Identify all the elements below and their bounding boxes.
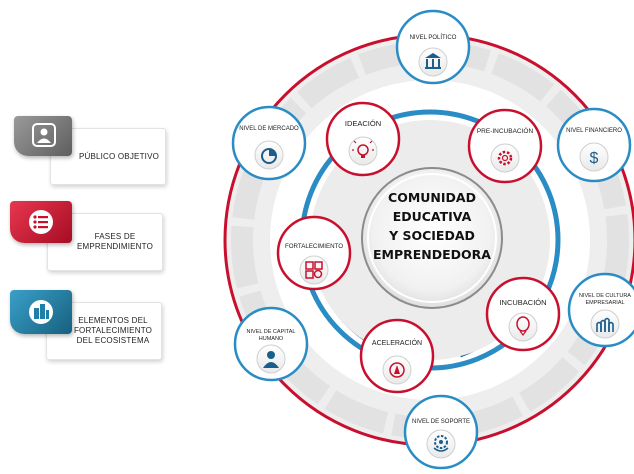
- node-fortalecimiento: FORTALECIMIENTO: [276, 215, 352, 291]
- legend-fases-label-2: EMPRENDIMIENTO: [77, 242, 153, 251]
- nivel-cultura-label-1: NIVEL DE CULTURA: [579, 293, 631, 299]
- pie-chart-icon: [261, 148, 277, 164]
- legend-elementos-icon-tile: [10, 290, 72, 334]
- nivel-cultura-label-2: EMPRESARIAL: [585, 300, 624, 306]
- center-title: COMUNIDAD EDUCATIVA Y SOCIEDAD EMPRENDED…: [370, 188, 494, 264]
- legend-fases-label-1: FASES DE: [94, 232, 136, 241]
- puzzle-icon: [305, 261, 323, 279]
- legend-elementos-label-1: ELEMENTOS DEL: [78, 316, 148, 325]
- worker-icon: [263, 351, 279, 368]
- node-nivel-mercado: NIVEL DE MERCADO: [231, 105, 307, 181]
- list-icon: [29, 210, 53, 234]
- legend-publico-icon-tile: [14, 116, 72, 156]
- node-aceleracion: ACELERACIÓN: [359, 318, 435, 394]
- lightbulb-icon: [352, 140, 374, 158]
- dollar-icon: $: [590, 150, 599, 167]
- legend-publico-label: PÚBLICO OBJETIVO: [78, 151, 160, 161]
- center-line-1: COMUNIDAD: [388, 190, 476, 205]
- aceleracion-label: ACELERACIÓN: [372, 338, 422, 347]
- fortalecimiento-label: FORTALECIMIENTO: [285, 243, 343, 250]
- nivel-mercado-label: NIVEL DE MERCADO: [239, 126, 299, 132]
- nivel-politico-label: NIVEL POLÍTICO: [410, 34, 457, 41]
- center-circle-inner-ring: [367, 173, 497, 303]
- incubacion-label: INCUBACIÓN: [499, 298, 546, 307]
- node-nivel-capital-humano: NIVEL DE CAPITAL HUMANO: [233, 306, 309, 382]
- center-circle: [361, 167, 503, 309]
- legend-fases-icon-tile: [10, 201, 72, 243]
- legend-elementos-label-3: DEL ECOSISTEMA: [76, 336, 150, 345]
- nivel-soporte-label: NIVEL DE SOPORTE: [412, 419, 470, 425]
- nivel-financiero-label: NIVEL FINANCIERO: [566, 128, 622, 134]
- center-line-4: EMPRENDEDORA: [373, 247, 491, 262]
- compass-icon: [389, 362, 405, 378]
- gear-icon: [497, 150, 513, 166]
- center-line-3: Y SOCIEDAD: [389, 228, 475, 243]
- node-pre-incubacion: PRE-INCUBACIÓN: [467, 108, 543, 184]
- balloon-icon: [516, 316, 530, 336]
- node-nivel-politico: NIVEL POLÍTICO: [395, 9, 471, 85]
- buildings-icon: [29, 300, 53, 324]
- node-ideacion: IDEACIÓN: [325, 101, 401, 177]
- legend-elementos-label-2: FORTALECIMIENTO: [73, 326, 153, 335]
- columns-icon: [596, 317, 614, 332]
- support-gear-icon: [433, 435, 449, 452]
- node-nivel-financiero: NIVEL FINANCIERO $: [556, 107, 632, 183]
- node-nivel-cultura: NIVEL DE CULTURA EMPRESARIAL: [567, 272, 634, 348]
- node-nivel-soporte: NIVEL DE SOPORTE: [403, 394, 479, 470]
- nivel-capital-label-1: NIVEL DE CAPITAL: [247, 329, 296, 335]
- bank-icon: [425, 53, 441, 69]
- nivel-capital-label-2: HUMANO: [259, 336, 284, 342]
- center-line-2: EDUCATIVA: [392, 209, 472, 224]
- node-incubacion: INCUBACIÓN: [485, 276, 561, 352]
- preincubacion-label: PRE-INCUBACIÓN: [477, 126, 534, 135]
- ideacion-label: IDEACIÓN: [345, 119, 381, 128]
- person-icon: [32, 123, 56, 147]
